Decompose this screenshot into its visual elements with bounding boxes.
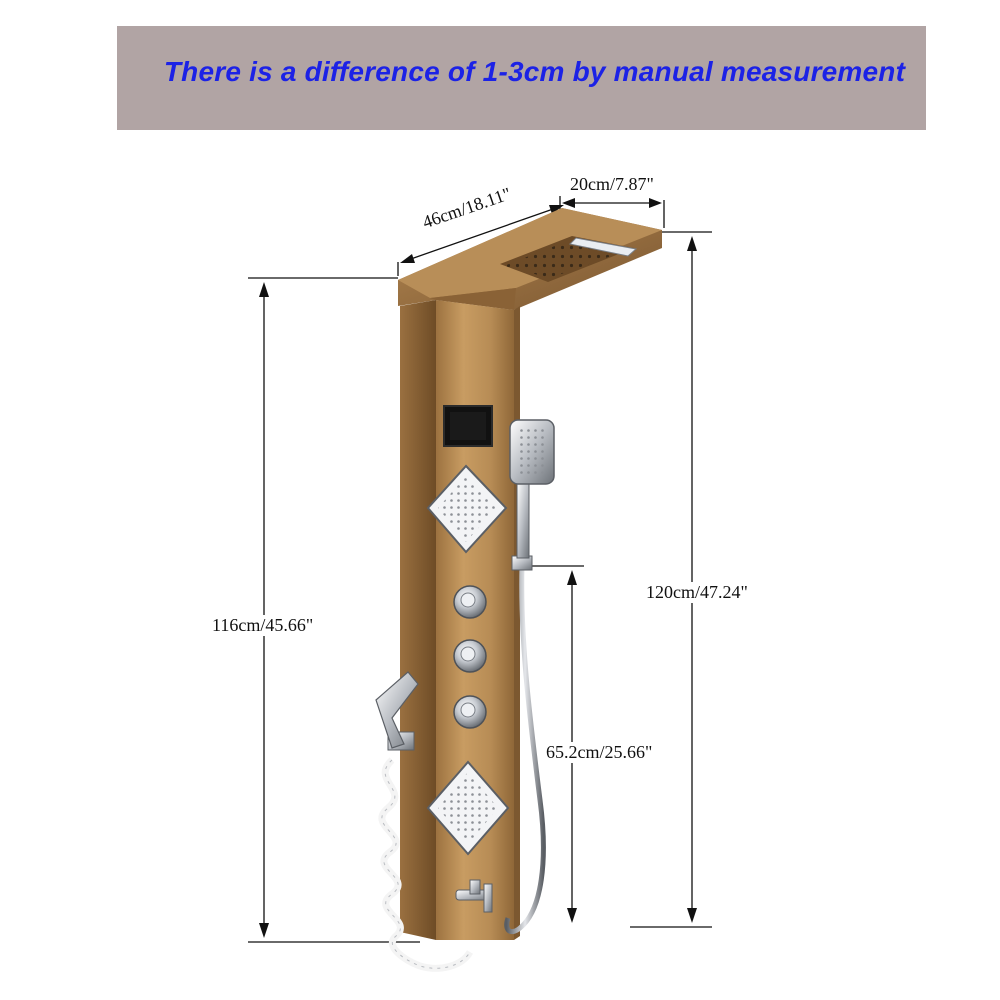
disclaimer-text: There is a difference of 1-3cm by manual… <box>163 56 906 87</box>
tub-spout <box>455 879 493 913</box>
body-jet-upper <box>426 464 508 554</box>
control-knobs <box>453 585 487 729</box>
bidet-sprayer <box>375 671 474 972</box>
hand-shower <box>504 419 555 935</box>
handshower-height-dimension-label: 65.2cm/25.66" <box>544 742 655 763</box>
panel-height-dimension-label: 116cm/45.66" <box>210 615 316 636</box>
shower-panel <box>398 208 662 940</box>
body-jet-lower <box>426 760 510 856</box>
total-height-dimension-label: 120cm/47.24" <box>644 582 750 603</box>
disclaimer-banner: There is a difference of 1-3cm by manual… <box>117 26 926 130</box>
depth-dimension-label: 20cm/7.87" <box>568 174 656 195</box>
